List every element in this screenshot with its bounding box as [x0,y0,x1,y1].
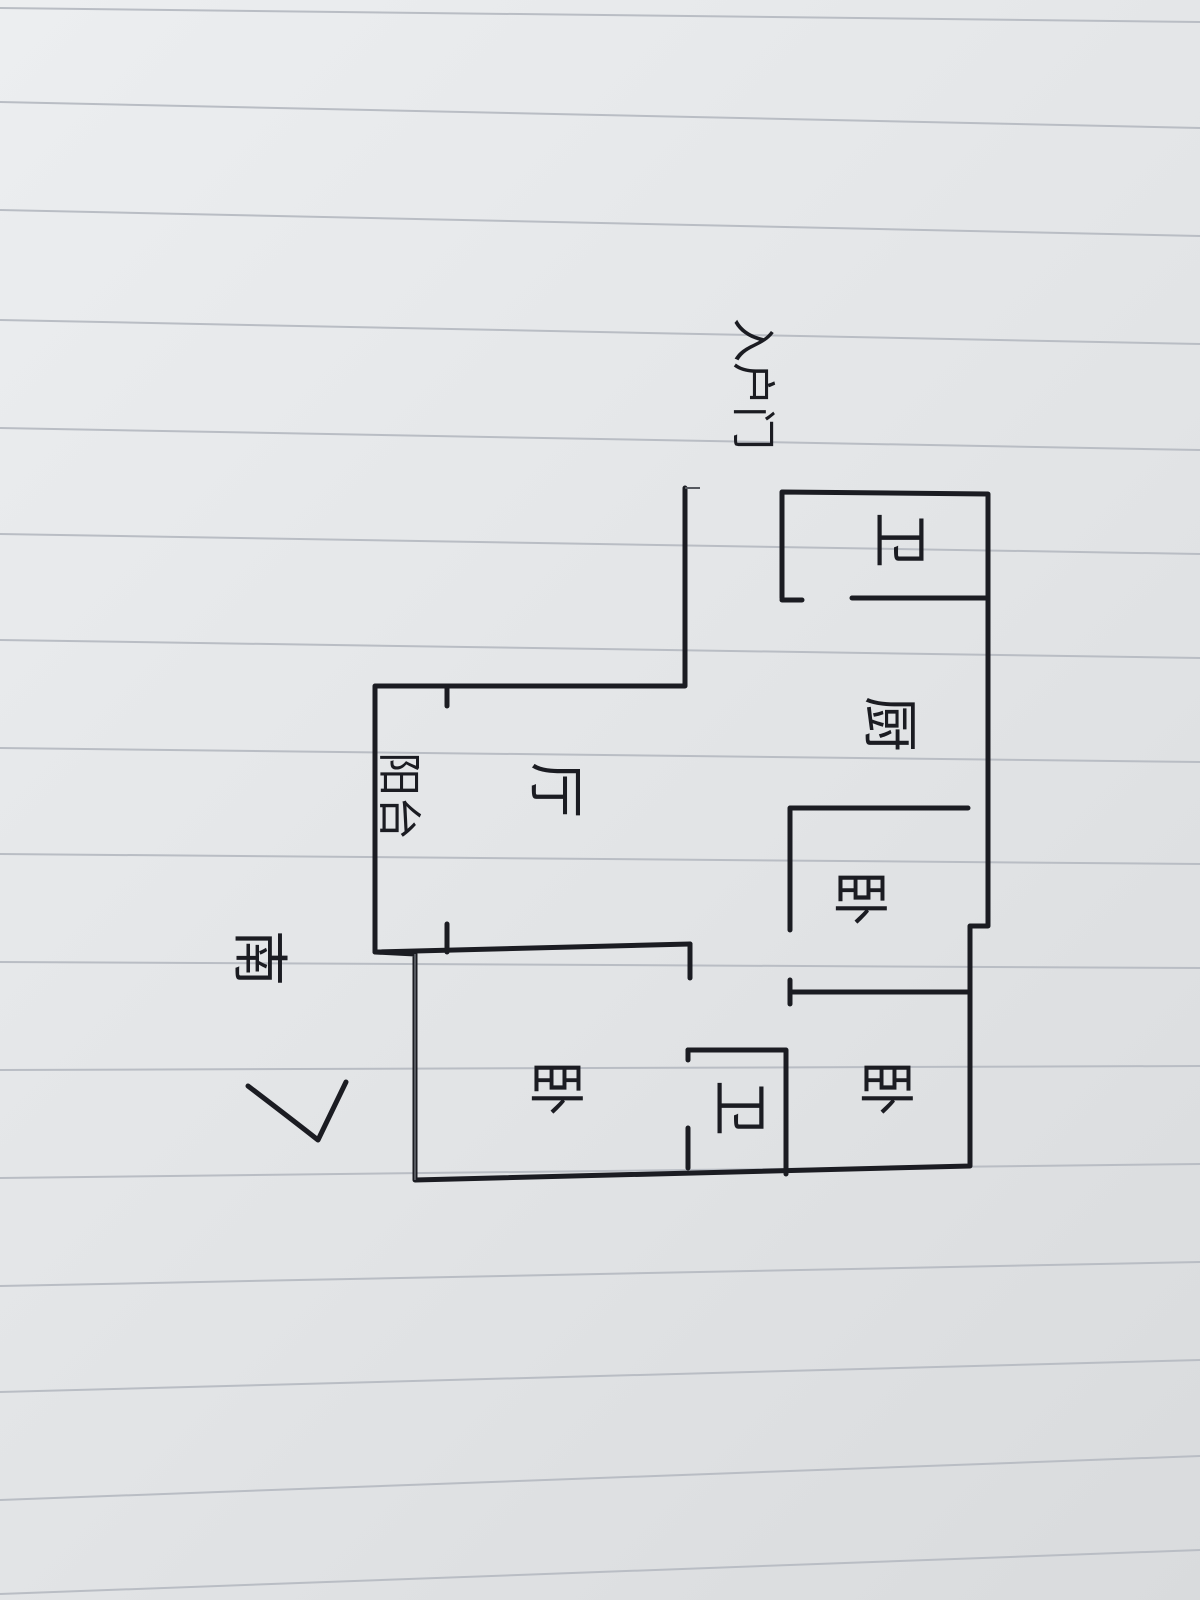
outer-wall [372,485,991,1183]
rule-line [0,101,1200,129]
rule-line [0,319,1200,345]
rule-line [0,427,1200,451]
rule-line [0,639,1200,659]
kitchen-label: 厨 [856,696,921,752]
entrance-label: 入户门 [727,318,778,450]
rule-line [0,1163,1200,1179]
living-lower-wall [372,941,693,955]
bedroom-mid-label: 卧 [826,870,891,926]
south-label: 南 [226,930,291,986]
living-room-label: 厅 [522,762,587,818]
rule-line [0,1261,1200,1287]
rule-line [0,1549,1200,1595]
bedroom-right-label: 卧 [852,1060,917,1116]
rule-line [0,961,1200,969]
rule-line [0,533,1200,555]
south-arrow-icon [245,1079,349,1143]
bathroom-top-label: 卫 [866,512,931,568]
balcony-label: 阳台 [373,752,424,840]
rule-line [0,7,1200,23]
rule-line [0,209,1200,237]
rule-line [0,1065,1200,1071]
bathroom-bottom-label: 卫 [706,1080,771,1136]
rule-line [0,1359,1200,1393]
rule-line [0,853,1200,865]
rule-line [0,747,1200,763]
bedroom-mid-wall [787,805,971,933]
bathroom-bottom-wall [685,1047,789,1177]
rule-line [0,1455,1200,1501]
bedroom-left-label: 卧 [522,1060,587,1116]
